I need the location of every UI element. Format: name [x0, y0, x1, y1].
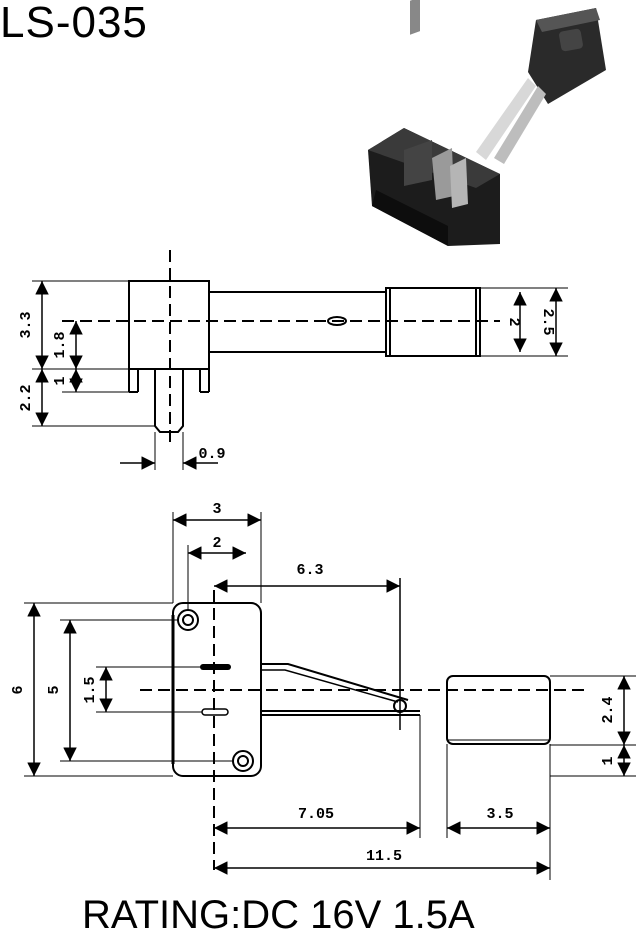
dim-pin-width: 0.9	[198, 446, 225, 463]
dim-pin-length: 2.2	[18, 384, 35, 411]
side-view-drawing	[32, 250, 568, 470]
dim-hole-offset: 2	[212, 535, 221, 552]
dim-lever-reach: 6.3	[296, 562, 323, 579]
product-photo	[368, 0, 606, 246]
actuator-block	[446, 675, 551, 745]
dim-hole-spacing: 5	[46, 685, 63, 694]
dim-actuator-width: 3.5	[486, 806, 513, 823]
dim-pin-step: 1	[52, 376, 69, 385]
dim-actuator-base: 1	[600, 756, 617, 765]
side-view-labels: 3.3 1.8 2.2 1 0.9 2 2.5	[18, 308, 556, 463]
dim-lever-length: 7.05	[298, 806, 334, 823]
dim-contact-gap: 1.5	[82, 676, 99, 703]
dim-overall-length: 11.5	[366, 848, 402, 865]
lever-arm	[261, 663, 409, 701]
dim-tube-outer: 2.5	[539, 308, 556, 335]
dim-height-total: 3.3	[18, 311, 35, 338]
dim-center-offset: 1.8	[52, 331, 69, 358]
dim-tube-inner: 2	[505, 317, 522, 326]
rating-label: RATING:DC 16V 1.5A	[82, 893, 475, 937]
dim-actuator-height: 2.4	[600, 696, 617, 723]
mount-hole-lower	[232, 750, 254, 772]
dim-body-height: 6	[10, 685, 27, 694]
dim-body-width: 3	[212, 501, 221, 518]
top-view-drawing	[24, 512, 636, 880]
top-view-labels: 3 2 6.3 6 5 1.5 2.4 1 7.05 3.5 11.5	[10, 501, 617, 865]
mount-hole-upper	[177, 609, 199, 631]
model-title: LS-035	[0, 0, 148, 47]
